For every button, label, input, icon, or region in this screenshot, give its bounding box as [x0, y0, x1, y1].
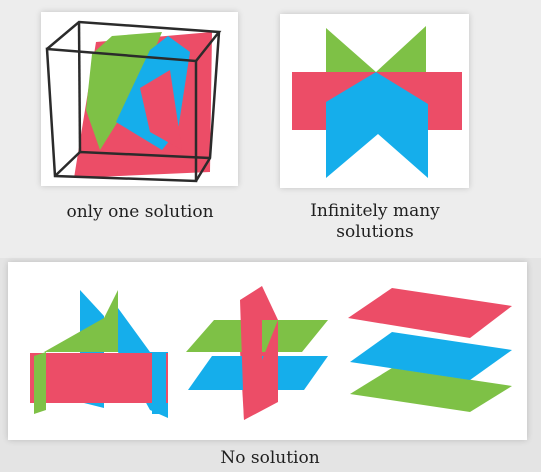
- blue-plane: [326, 72, 428, 178]
- no-solution-figure-3: [348, 288, 512, 412]
- no-solution-figure-1: [30, 290, 168, 418]
- no-solution-figure-2: [186, 286, 328, 420]
- cube-frame: [45, 20, 222, 183]
- green-plane: [86, 32, 162, 150]
- red-plane: [348, 288, 512, 338]
- caption-infinite-solutions: Infinitely many solutions: [310, 201, 440, 242]
- green-edge-left: [34, 352, 46, 414]
- infinite-solutions-figure: [292, 26, 462, 178]
- red-overlap: [140, 70, 182, 150]
- caption-no-solution: No solution: [220, 448, 320, 468]
- blue-plane: [350, 332, 512, 380]
- blue-edge-right: [152, 353, 166, 414]
- green-plane: [350, 368, 512, 412]
- red-plane: [30, 353, 168, 403]
- red-plane-front: [240, 286, 278, 420]
- one-solution-figure: [45, 20, 222, 183]
- green-plane: [44, 290, 118, 352]
- caption-one-solution: only one solution: [66, 202, 214, 222]
